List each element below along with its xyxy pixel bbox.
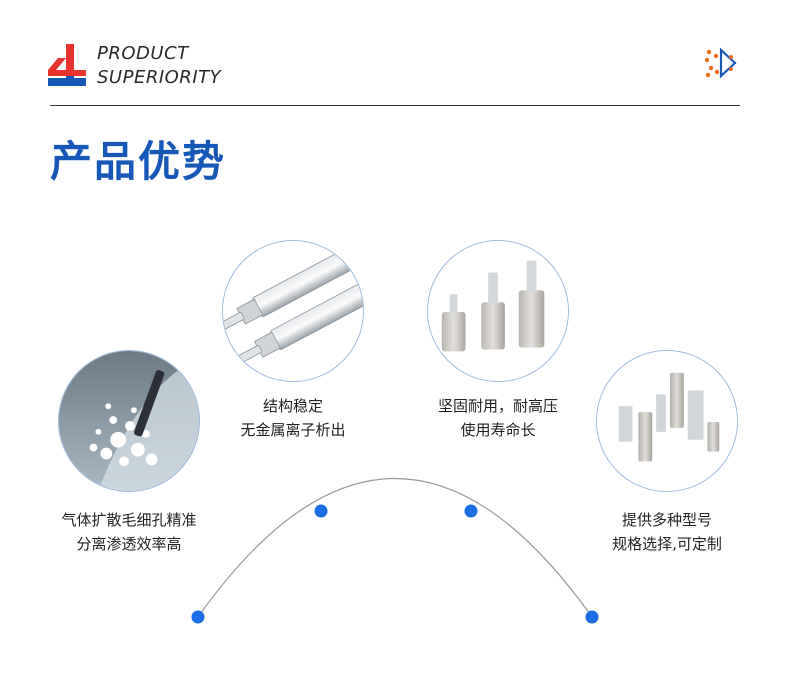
logo-icon bbox=[48, 44, 86, 86]
feature-caption-models: 提供多种型号 规格选择,可定制 bbox=[578, 508, 756, 556]
feature-image-durability bbox=[427, 240, 569, 382]
feature-caption-structure: 结构稳定 无金属离子析出 bbox=[205, 394, 381, 442]
page-title: 产品优势 bbox=[50, 137, 227, 186]
caption-line1: 坚固耐用，耐高压 bbox=[437, 397, 558, 415]
caption-line1: 提供多种型号 bbox=[621, 511, 712, 529]
arc-dot-3 bbox=[464, 504, 478, 518]
caption-line1: 气体扩散毛细孔精准 bbox=[61, 511, 197, 529]
header-english: PRODUCT SUPERIORITY bbox=[97, 42, 221, 90]
header: PRODUCT SUPERIORITY 产品优势 bbox=[0, 0, 790, 186]
arc-line bbox=[197, 478, 593, 618]
caption-line1: 结构稳定 bbox=[262, 397, 323, 415]
feature-image-models bbox=[596, 350, 738, 492]
caption-line2: 无金属离子析出 bbox=[240, 421, 346, 439]
arc-dot-1 bbox=[191, 610, 205, 624]
header-en-line2: SUPERIORITY bbox=[97, 67, 222, 88]
header-divider bbox=[50, 105, 740, 106]
feature-image-structure bbox=[222, 240, 364, 382]
arc-dot-4 bbox=[585, 610, 599, 624]
feature-caption-durability: 坚固耐用，耐高压 使用寿命长 bbox=[408, 394, 588, 442]
caption-line2: 规格选择,可定制 bbox=[612, 535, 722, 553]
caption-line2: 使用寿命长 bbox=[460, 421, 536, 439]
caption-line2: 分离渗透效率高 bbox=[76, 535, 182, 553]
feature-caption-diffusion: 气体扩散毛细孔精准 分离渗透效率高 bbox=[40, 508, 218, 556]
feature-image-diffusion bbox=[58, 350, 200, 492]
brand-icon bbox=[705, 47, 737, 79]
arc-dot-2 bbox=[314, 504, 328, 518]
header-en-line1: PRODUCT bbox=[97, 43, 189, 64]
